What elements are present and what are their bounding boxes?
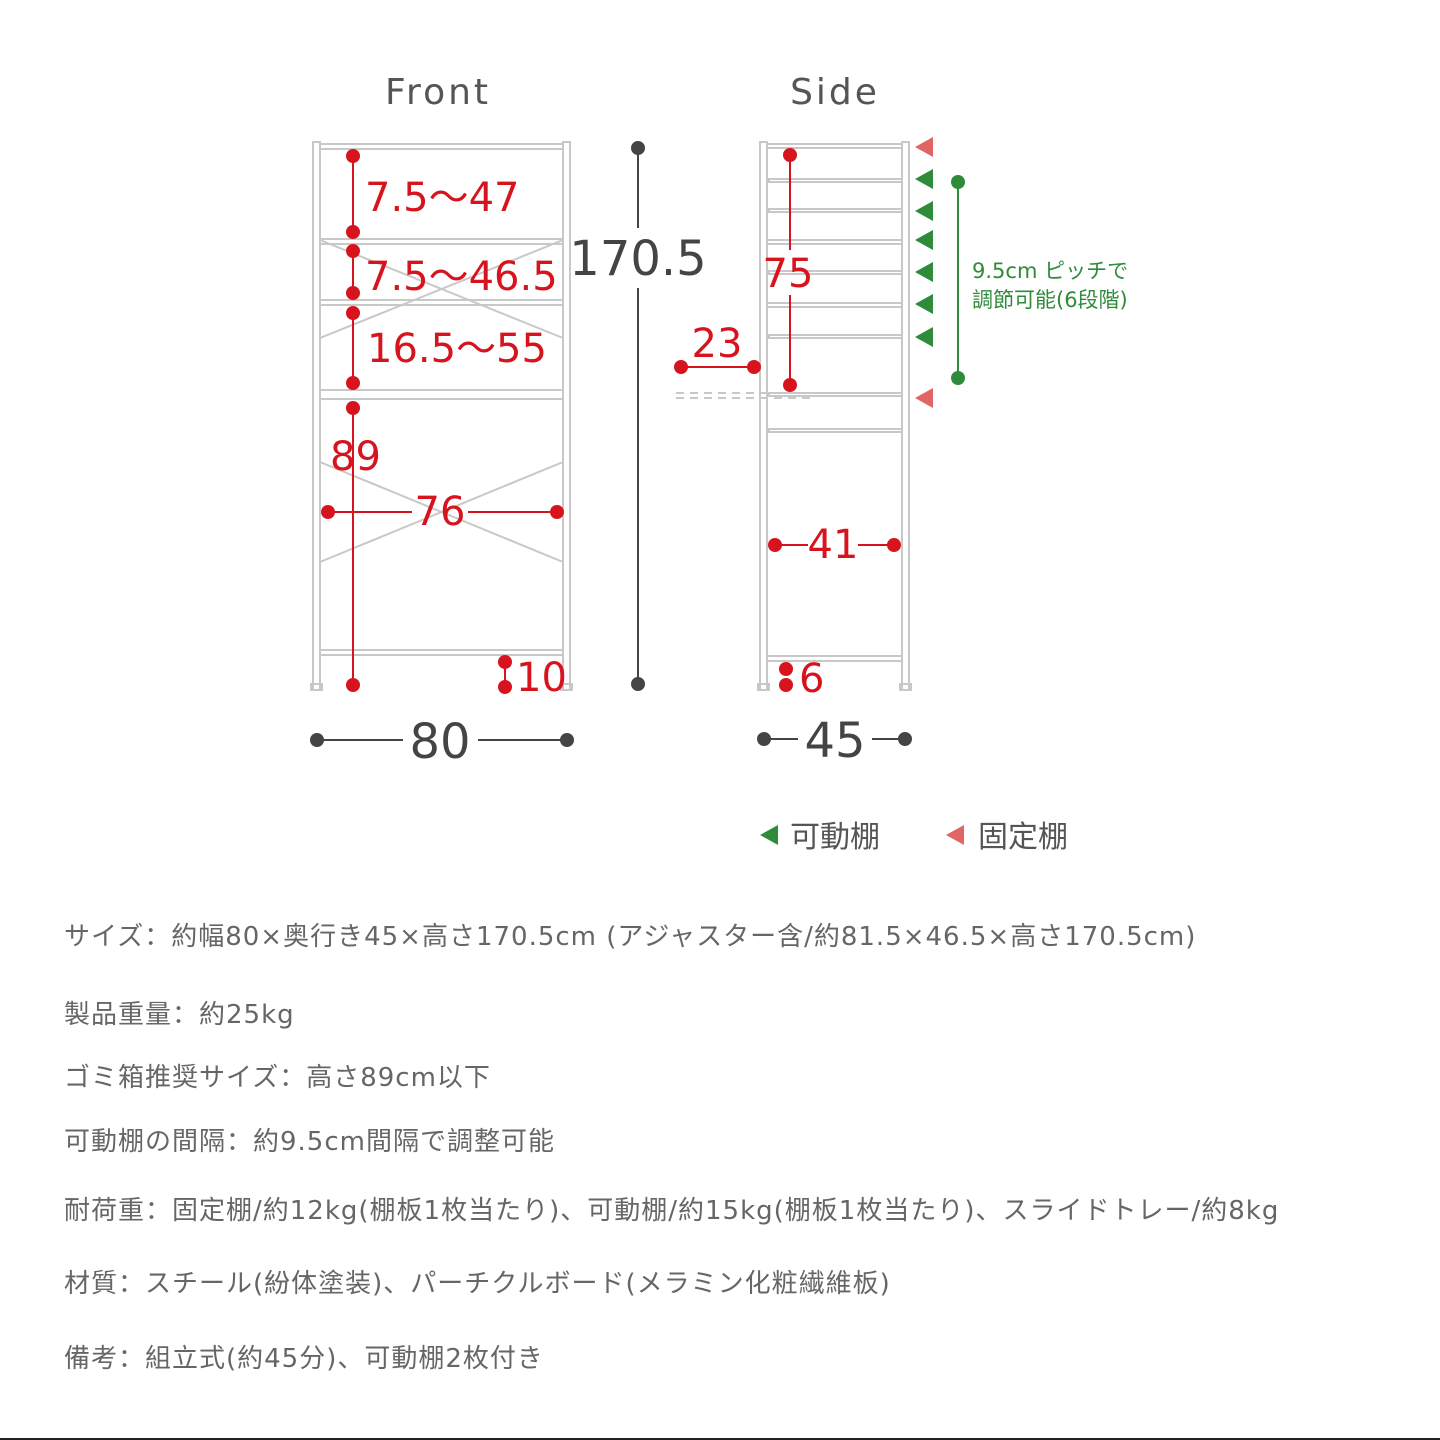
pitch-note-line2: 調節可能(6段階) (972, 288, 1128, 312)
front-lower-height-label: 89 (330, 434, 381, 480)
spec-notes: 備考：組立式(約45分)、可動棚2枚付き (64, 1344, 544, 1374)
spec-load-capacity: 耐荷重：固定棚/約12kg(棚板1枚当たり)、可動棚/約15kg(棚板1枚当たり… (64, 1196, 1280, 1226)
side-frame (676, 141, 912, 691)
legend: 可動棚 固定棚 (760, 820, 1068, 855)
movable-shelf-triangle-icon (915, 169, 933, 189)
front-gap1-label: 7.5～47 (365, 175, 520, 221)
front-frame (310, 141, 573, 691)
side-inner-depth-label: 41 (808, 522, 859, 568)
spec-weight: 製品重量：約25kg (64, 1000, 295, 1030)
overall-dimensions (310, 141, 912, 747)
side-dimensions (674, 148, 901, 692)
front-gap3-label: 16.5～55 (367, 326, 547, 372)
spec-material: 材質：スチール(紛体塗装)、パーチクルボード(メラミン化粧繊維板) (64, 1269, 891, 1299)
movable-shelf-triangle-icon (915, 201, 933, 221)
spec-shelf-interval: 可動棚の間隔：約9.5cm間隔で調整可能 (64, 1127, 555, 1157)
fixed-shelf-triangle-icon (915, 388, 933, 408)
pitch-note-line1: 9.5cm ピッチで (972, 259, 1128, 283)
movable-shelf-legend-icon (760, 825, 778, 845)
front-gap2-label: 7.5～46.5 (365, 254, 558, 300)
front-title: Front (385, 72, 491, 113)
front-bottom-clearance-label: 10 (516, 655, 567, 701)
side-bottom-clearance-label: 6 (799, 656, 824, 702)
front-inner-width-label: 76 (415, 489, 466, 535)
movable-shelf-triangle-icon (915, 230, 933, 250)
front-dimensions (321, 149, 564, 694)
bottom-divider (0, 1438, 1440, 1440)
spec-size: サイズ：約幅80×奥行き45×高さ170.5cm (アジャスター含/約81.5×… (64, 922, 1197, 952)
side-adjust-range-label: 75 (763, 251, 814, 297)
total-height-label: 170.5 (569, 231, 706, 287)
spec-trash-can-size: ゴミ箱推奨サイズ：高さ89cm以下 (64, 1063, 491, 1093)
pitch-range (951, 175, 965, 385)
movable-shelf-markers (915, 169, 933, 347)
legend-movable-label: 可動棚 (790, 820, 880, 855)
fixed-shelf-triangle-icon (915, 137, 933, 157)
movable-shelf-triangle-icon (915, 262, 933, 282)
movable-shelf-triangle-icon (915, 327, 933, 347)
fixed-shelf-legend-icon (946, 825, 964, 845)
depth-label: 45 (804, 713, 865, 769)
fixed-shelf-markers (915, 137, 933, 408)
side-offset-label: 23 (692, 321, 743, 367)
dimension-diagram: Front Side 7.5～47 7.5～46.5 16.5～5 (310, 72, 1128, 855)
width-label: 80 (409, 714, 470, 770)
side-title: Side (790, 72, 880, 113)
legend-fixed-label: 固定棚 (978, 820, 1068, 855)
movable-shelf-triangle-icon (915, 294, 933, 314)
